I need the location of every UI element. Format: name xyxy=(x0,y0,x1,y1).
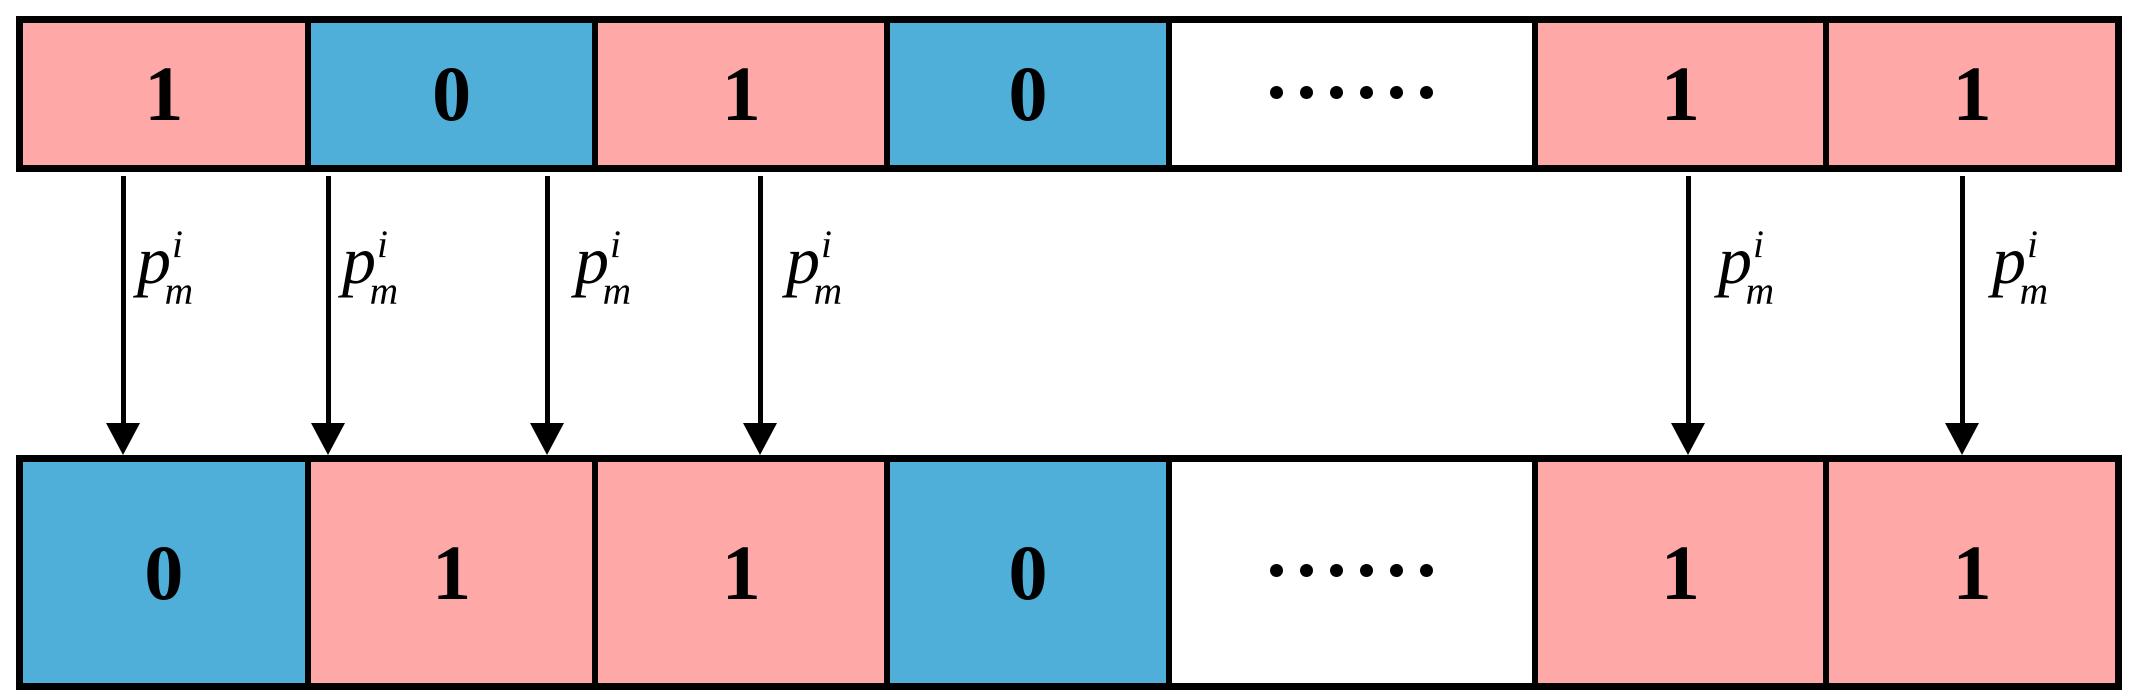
arrowhead-icon xyxy=(743,423,777,455)
mutation-rate-label-5: pim xyxy=(1992,224,2065,311)
mutation-rate-base: p xyxy=(342,222,376,298)
parent-gene-1-value: 0 xyxy=(432,50,472,137)
mutation-rate-label-4: pim xyxy=(1718,224,1791,311)
parent-gene-ellipsis xyxy=(1171,23,1538,165)
mutation-rate-subscript: m xyxy=(2019,268,2049,313)
offspring-gene-6[interactable]: 1 xyxy=(1829,462,2115,683)
mutation-rate-superscript: i xyxy=(2027,221,2038,266)
mutation-rate-base: p xyxy=(1718,222,1752,298)
parent-gene-5-value: 1 xyxy=(1660,50,1700,137)
offspring-gene-0[interactable]: 0 xyxy=(23,462,311,683)
offspring-gene-5-value: 1 xyxy=(1660,528,1700,616)
arrowhead-icon xyxy=(1945,423,1979,455)
mutation-rate-subscript: m xyxy=(602,268,632,313)
offspring-gene-1-value: 1 xyxy=(432,528,472,616)
offspring-gene-3-value: 0 xyxy=(1008,528,1048,616)
ellipsis-icon xyxy=(1270,85,1434,99)
offspring-gene-5[interactable]: 1 xyxy=(1537,462,1830,683)
ellipsis-icon xyxy=(1270,564,1434,577)
parent-gene-3[interactable]: 0 xyxy=(890,23,1172,165)
offspring-gene-2-value: 1 xyxy=(721,528,761,616)
mutation-rate-base: p xyxy=(1992,222,2026,298)
mutation-rate-superscript: i xyxy=(610,221,621,266)
mutation-rate-superscript: i xyxy=(377,221,388,266)
mutation-rate-base: p xyxy=(137,222,171,298)
offspring-gene-2[interactable]: 1 xyxy=(598,462,891,683)
mutation-arrow-2 xyxy=(530,176,564,455)
offspring-gene-1[interactable]: 1 xyxy=(310,462,599,683)
arrow-shaft xyxy=(1686,176,1691,427)
parent-gene-2[interactable]: 1 xyxy=(598,23,891,165)
mutation-rate-subscript: m xyxy=(369,268,399,313)
arrowhead-icon xyxy=(106,423,140,455)
offspring-gene-6-value: 1 xyxy=(1952,528,1992,616)
mutation-rate-label-0: pim xyxy=(137,224,210,311)
offspring-gene-3[interactable]: 0 xyxy=(890,462,1172,683)
mutation-rate-superscript: i xyxy=(821,221,832,266)
parent-gene-0-value: 1 xyxy=(144,50,184,137)
parent-gene-2-value: 1 xyxy=(721,50,761,137)
offspring-gene-ellipsis xyxy=(1171,462,1538,683)
mutation-rate-subscript: m xyxy=(1745,268,1775,313)
arrow-shaft xyxy=(326,176,331,427)
offspring-gene-0-value: 0 xyxy=(144,528,184,616)
parent-gene-0[interactable]: 1 xyxy=(23,23,311,165)
mutation-arrow-0 xyxy=(106,176,140,455)
mutation-rate-subscript: m xyxy=(164,268,194,313)
mutation-arrow-4 xyxy=(1671,176,1705,455)
parent-gene-3-value: 0 xyxy=(1008,50,1048,137)
mutation-rate-base: p xyxy=(786,222,820,298)
mutation-arrow-5 xyxy=(1945,176,1979,455)
parent-gene-6-value: 1 xyxy=(1952,50,1992,137)
arrow-shaft xyxy=(545,176,550,427)
arrow-shaft xyxy=(758,176,763,427)
parent-gene-6[interactable]: 1 xyxy=(1829,23,2115,165)
arrowhead-icon xyxy=(311,423,345,455)
mutation-rate-label-2: pim xyxy=(575,224,648,311)
mutation-rate-label-1: pim xyxy=(342,224,415,311)
parent-gene-1[interactable]: 0 xyxy=(310,23,599,165)
arrow-shaft xyxy=(121,176,126,427)
arrowhead-icon xyxy=(530,423,564,455)
mutation-arrow-3 xyxy=(743,176,777,455)
offspring-chromosome-row: 0 1 1 0 1 1 xyxy=(16,455,2122,690)
arrow-shaft xyxy=(1960,176,1965,427)
parent-gene-5[interactable]: 1 xyxy=(1537,23,1830,165)
mutation-arrow-1 xyxy=(311,176,345,455)
parent-chromosome-row: 1 0 1 0 1 1 xyxy=(16,16,2122,172)
arrowhead-icon xyxy=(1671,423,1705,455)
mutation-rate-subscript: m xyxy=(813,268,843,313)
mutation-rate-label-3: pim xyxy=(786,224,859,311)
mutation-rate-superscript: i xyxy=(1753,221,1764,266)
mutation-rate-base: p xyxy=(575,222,609,298)
mutation-rate-superscript: i xyxy=(172,221,183,266)
